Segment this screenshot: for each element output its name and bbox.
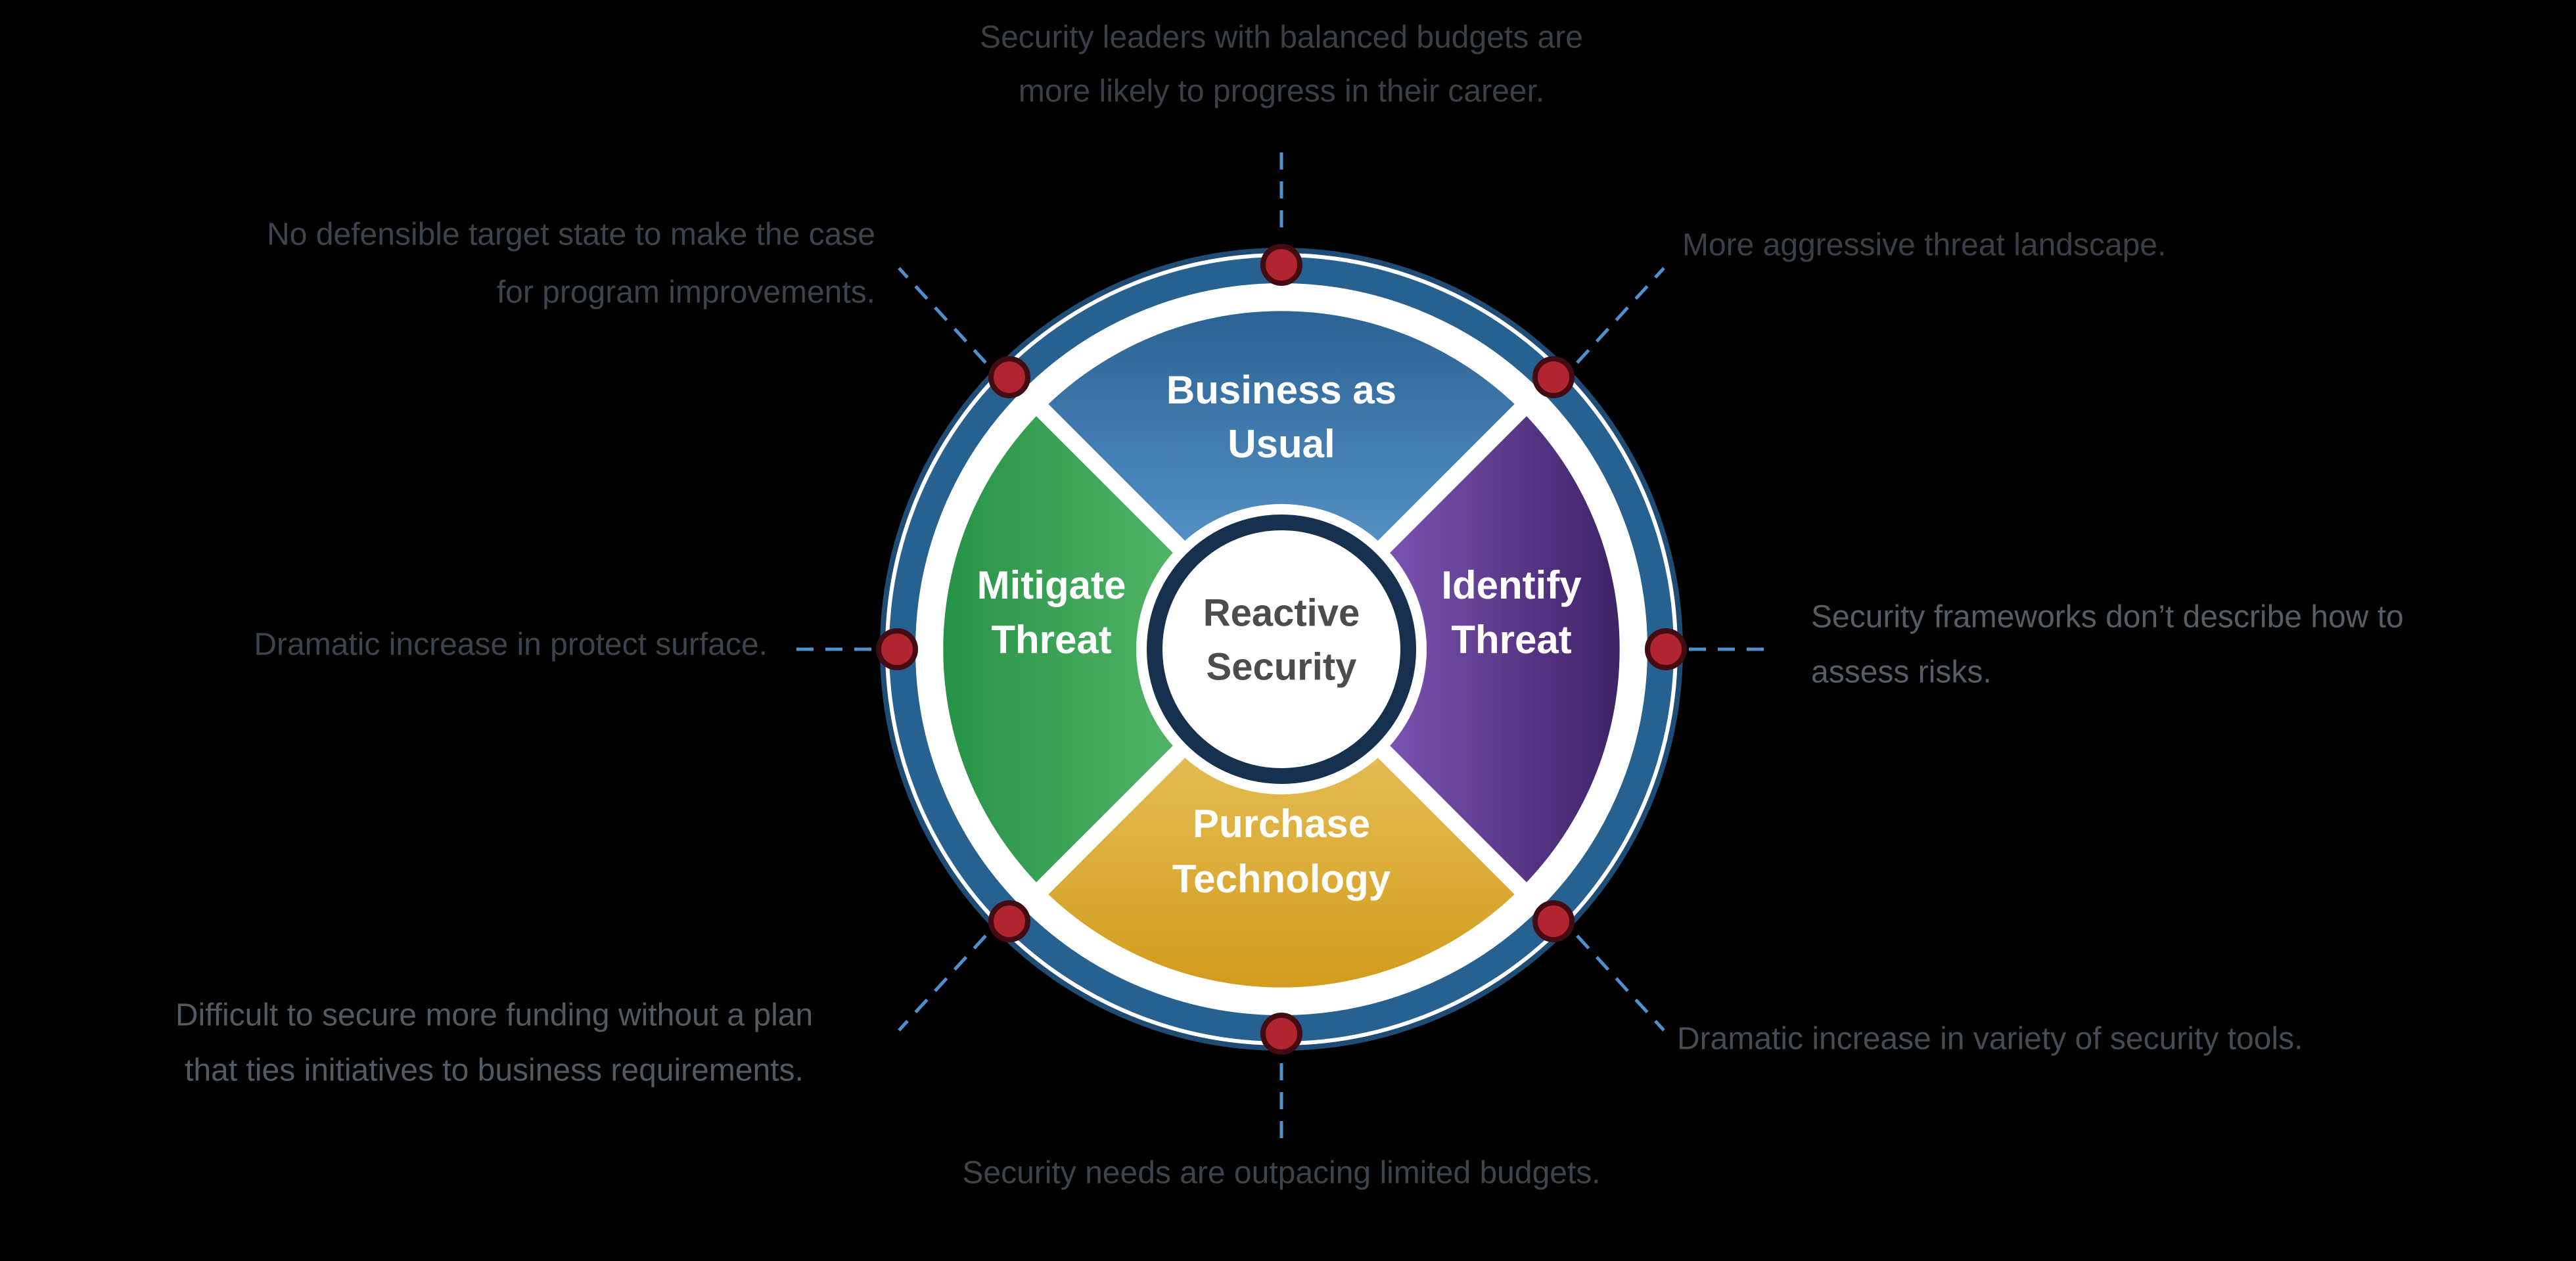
callout-right-line-1: Security frameworks don’t describe how t… [1811, 600, 2404, 635]
center-label-line-1: Reactive [1203, 591, 1360, 634]
connector-bottom-right [1576, 934, 1665, 1032]
callout-top-left-line-2: for program improvements. [497, 275, 875, 310]
callout-top-line-2: more likely to progress in their career. [1019, 74, 1544, 109]
callout-bottom-left-line-2: that ties initiatives to business requir… [185, 1053, 804, 1088]
milestone-dot-right [1645, 628, 1687, 670]
milestone-dot-top-left [988, 356, 1030, 398]
milestone-dot-bottom-left [988, 900, 1030, 942]
wedge-purchase-technology [1042, 649, 1521, 988]
wedge-mitigate-threat [943, 410, 1281, 888]
wedge-identify-threat [1281, 410, 1620, 888]
milestone-dot-top-right [1532, 356, 1575, 398]
callout-top-line-1: Security leaders with balanced budgets a… [980, 20, 1583, 55]
callout-bottom-right-line-1: Dramatic increase in variety of security… [1677, 1022, 2303, 1057]
connector-bottom-left [898, 934, 987, 1032]
center-hub: Reactive Security [1136, 504, 1427, 794]
wedge-label-business-as-usual-line-2: Usual [1228, 422, 1335, 466]
wedge-label-mitigate-threat-line-1: Mitigate [977, 563, 1126, 607]
callout-bottom-left-line-1: Difficult to secure more funding without… [175, 998, 813, 1033]
callout-bottom-line-1: Security needs are outpacing limited bud… [962, 1156, 1600, 1191]
milestone-dot-top [1260, 244, 1302, 286]
wedge-label-identify-threat-line-1: Identify [1441, 563, 1582, 607]
wedge-label-business-as-usual-line-1: Business as [1166, 368, 1396, 412]
wedge-label-identify-threat-line-2: Threat [1451, 618, 1571, 662]
callouts: Security leaders with balanced budgets a… [175, 20, 2404, 1191]
milestone-dot-left [876, 628, 918, 670]
milestone-dot-bottom [1260, 1013, 1302, 1055]
connector-top-left [898, 267, 987, 364]
callout-left-line-1: Dramatic increase in protect surface. [254, 628, 768, 662]
callout-top-left-line-1: No defensible target state to make the c… [267, 218, 875, 252]
callout-right-line-2: assess risks. [1811, 655, 1992, 690]
callout-top-right-line-1: More aggressive threat landscape. [1682, 228, 2166, 263]
center-label-line-2: Security [1207, 645, 1357, 688]
wedge-label-purchase-technology-line-1: Purchase [1193, 802, 1370, 846]
wedge-labels: Business as Usual Identify Threat Purcha… [977, 368, 1582, 901]
connector-lines [796, 152, 1769, 1146]
wedge-business-as-usual [1042, 311, 1521, 649]
milestone-dots [876, 244, 1687, 1055]
wedge-label-purchase-technology-line-2: Technology [1172, 857, 1391, 901]
center-circle [1147, 515, 1416, 784]
milestone-dot-bottom-right [1532, 900, 1575, 942]
wedge-label-mitigate-threat-line-2: Threat [991, 618, 1111, 662]
connector-top-right [1576, 267, 1665, 364]
